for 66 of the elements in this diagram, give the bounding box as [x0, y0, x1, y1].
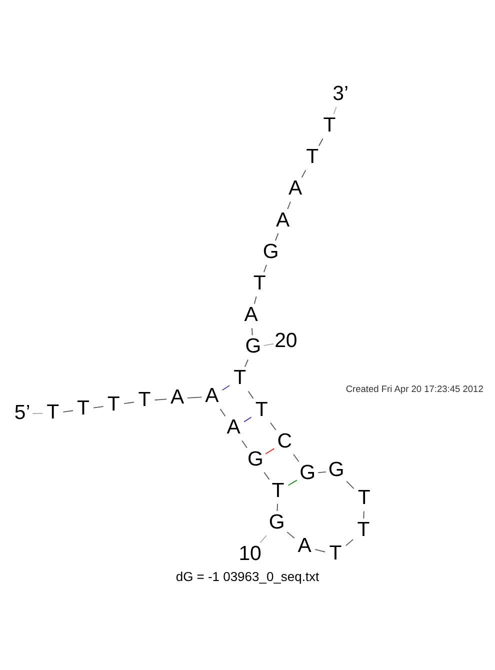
- connector: [318, 138, 324, 146]
- connector: [244, 416, 252, 422]
- connector: [333, 106, 337, 114]
- node-text: T: [46, 401, 60, 424]
- node-text: T: [306, 146, 319, 168]
- connector: [222, 384, 230, 390]
- connector: [242, 440, 248, 448]
- node-text: 3’: [332, 82, 348, 104]
- node-text: T: [234, 366, 246, 389]
- node-text: G: [245, 335, 262, 358]
- label: Created Fri Apr 20 17:23:45 2012: [346, 383, 484, 394]
- connector: [265, 448, 275, 454]
- connector: [270, 422, 276, 430]
- connector: [293, 453, 300, 462]
- connector: [301, 169, 306, 178]
- node-text: A: [170, 386, 184, 408]
- node-text: G: [300, 461, 316, 484]
- connector: [318, 470, 326, 473]
- connector: [346, 480, 354, 489]
- node-text: T: [77, 396, 90, 419]
- connector: [286, 531, 295, 538]
- connector: [314, 548, 326, 552]
- node-text: T: [253, 272, 266, 294]
- node-text: T: [138, 388, 151, 410]
- caption: dG = -1 03963_0_seq.txt: [176, 568, 320, 584]
- node-text: 10: [238, 542, 262, 565]
- node-text: A: [276, 208, 290, 231]
- node-text: G: [262, 240, 279, 262]
- node-text: T: [357, 518, 370, 540]
- connector: [220, 408, 226, 416]
- connector: [264, 471, 270, 480]
- node-text: G: [248, 448, 264, 470]
- connector: [345, 538, 354, 546]
- node-text: A: [244, 304, 258, 326]
- node-text: T: [329, 542, 342, 564]
- connector: [254, 296, 257, 304]
- node-text: A: [205, 384, 219, 406]
- connector: [251, 327, 253, 336]
- connector: [248, 390, 254, 398]
- node-text: A: [226, 416, 240, 438]
- node-text: A: [298, 534, 312, 557]
- connector: [263, 342, 274, 346]
- node-text: T: [255, 398, 268, 420]
- connector: [275, 232, 279, 240]
- connector: [32, 412, 44, 414]
- connector: [93, 406, 104, 408]
- connector: [260, 534, 267, 543]
- node-text: 5’: [14, 401, 30, 424]
- node-text: C: [277, 430, 292, 452]
- connector: [154, 398, 168, 400]
- connector: [244, 358, 248, 367]
- connector: [276, 502, 278, 511]
- connector: [288, 479, 298, 486]
- connector: [287, 200, 291, 209]
- node-text: G: [268, 510, 285, 533]
- node-text: T: [272, 479, 284, 502]
- node-text: T: [358, 486, 370, 509]
- node-text: T: [107, 392, 120, 415]
- node-text: G: [328, 458, 344, 481]
- connector: [263, 264, 267, 272]
- connector: [124, 401, 135, 404]
- node-text: 20: [274, 329, 298, 352]
- node-text: T: [323, 114, 336, 136]
- connector: [187, 396, 202, 398]
- connector: [62, 410, 74, 412]
- node-text: A: [288, 177, 302, 200]
